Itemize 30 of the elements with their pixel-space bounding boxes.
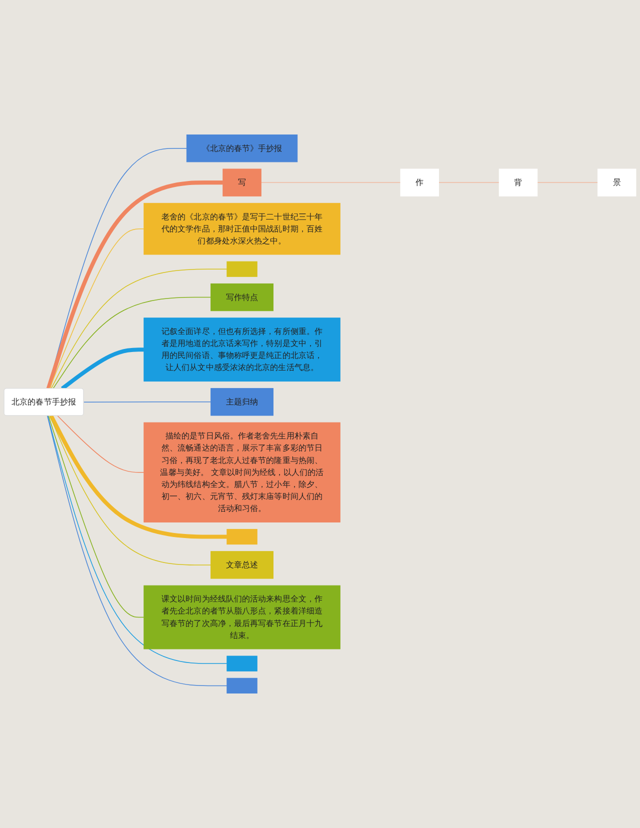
node-box: 写作特点 [210, 283, 274, 312]
node-box: 课文以时间为经线队们的活动来构思全文，作者先企北京的者节从脂八形点，紧接着洋细造写春节的了次高净，最后再写春节在正月十九结束。 [144, 585, 340, 650]
connector [60, 348, 144, 390]
node-box: 记叙全面详尽，但也有所选择，有所侧重。作者是用地道的北京话来写作，特别是文中，引用的民间俗语、事物称呼更是纯正的北京话，让人们从文中感受浓浓的北京的生活气息。 [144, 318, 340, 382]
node-box: 作 [400, 168, 439, 196]
node-box: 背 [498, 168, 538, 196]
node-box: 描绘的是节日风俗。作者老舍先生用朴素自然、流畅通达的语言，展示了丰富多彩的节日习俗，再现了老北京人过春节的隆重与热闹、温馨与美好。 文章以时间为经线，以人们的活动为纬线结构全文。腊八节，过小年，除夕、初一、初六、元宵节、残灯末庙等时间人们的活动和习俗。 [144, 422, 340, 522]
node-box: 《北京的春节》手抄报 [186, 134, 298, 162]
connector [260, 182, 401, 183]
node-box: 文章总述 [210, 551, 274, 579]
connector [49, 414, 227, 539]
node-box: 写 [222, 168, 262, 196]
node-box [226, 678, 258, 694]
connector [49, 415, 212, 566]
node-box [226, 656, 258, 672]
node-box: 老舍的《北京的春节》是写于二十世纪三十年代的文学作品，那时正值中国战乱时期，百姓们都身处水深火热之中。 [144, 202, 340, 255]
connector [438, 182, 500, 183]
connector [57, 415, 144, 473]
connector [50, 268, 228, 389]
connector [48, 415, 144, 618]
connector [46, 180, 223, 390]
node-box: 主题归纳 [210, 388, 274, 416]
node-box [226, 261, 258, 277]
connector [47, 148, 188, 389]
connector [83, 402, 212, 403]
node-box: 景 [597, 168, 636, 196]
connector [52, 296, 212, 389]
node-box [226, 528, 258, 545]
connector [49, 228, 144, 389]
connector [536, 182, 598, 183]
